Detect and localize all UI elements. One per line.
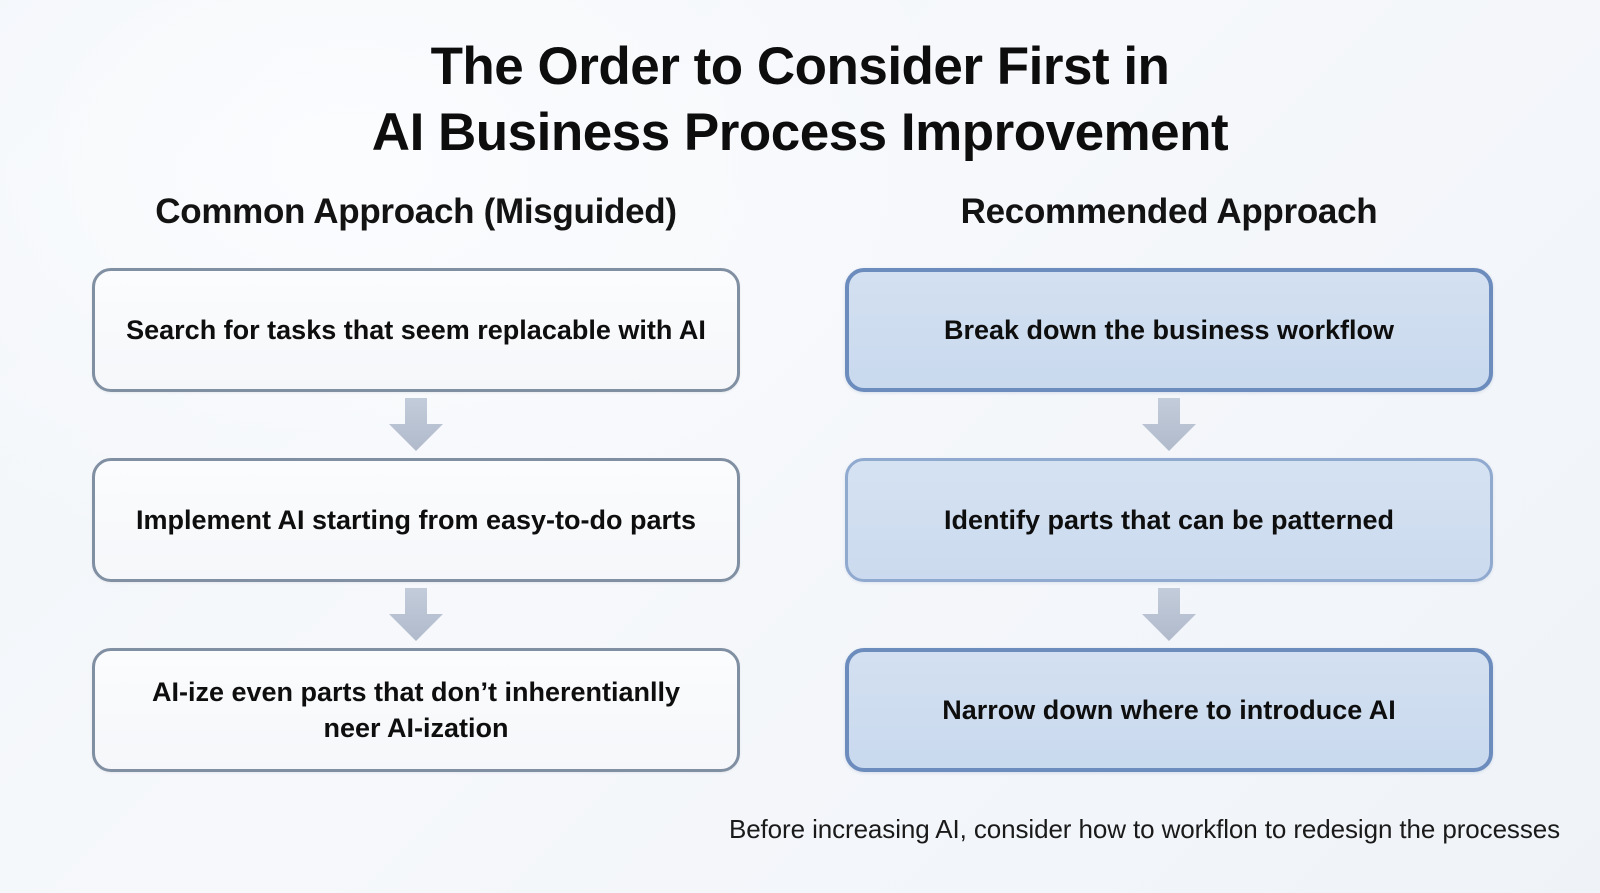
arrow-down-icon [389,588,443,641]
right-column-heading: Recommended Approach [960,192,1378,231]
right-step-3[interactable]: Narrow down where to introduce AI [845,648,1493,772]
arrow-down-icon [389,398,443,451]
title-line-2: AI Business Process Improvement [371,103,1229,163]
left-column-heading: Common Approach (Misguided) [155,192,677,231]
right-step-1[interactable]: Break down the business workflow [845,268,1493,392]
left-step-3-label: AI-ize even parts that don’t inherentian… [151,676,681,743]
arrow-down-icon [1142,398,1196,451]
right-connector-2 [845,582,1493,648]
page-title: The Order to Consider First in AI Busine… [0,34,1600,167]
left-step-2[interactable]: Implement AI starting from easy-to-do pa… [92,458,740,582]
left-step-3[interactable]: AI-ize even parts that don’t inherentian… [92,648,740,772]
left-step-2-label: Implement AI starting from easy-to-do pa… [135,504,697,535]
right-step-2[interactable]: Identify parts that can be patterned [845,458,1493,582]
right-column-flow: Break down the business workflow Identif… [845,268,1493,772]
right-step-2-label: Identify parts that can be patterned [943,504,1395,535]
right-connector-1 [845,392,1493,458]
right-step-1-label: Break down the business workflow [943,314,1395,345]
right-step-3-label: Narrow down where to introduce AI [942,694,1396,725]
title-line-1: The Order to Consider First in [430,37,1170,96]
left-step-1[interactable]: Search for tasks that seem replacable wi… [92,268,740,392]
footer-note: Before increasing AI, consider how to wo… [728,814,1560,844]
left-connector-1 [92,392,740,458]
left-step-1-label: Search for tasks that seem replacable wi… [126,314,706,345]
left-column-flow: Search for tasks that seem replacable wi… [92,268,740,772]
left-connector-2 [92,582,740,648]
arrow-down-icon [1142,588,1196,641]
